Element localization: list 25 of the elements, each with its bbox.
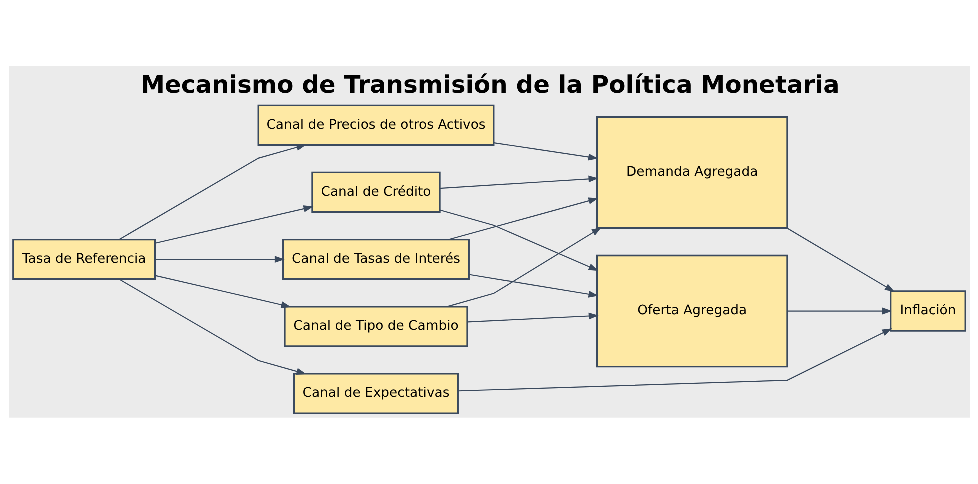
arrow bbox=[786, 228, 894, 292]
arrow bbox=[468, 274, 598, 298]
arrow bbox=[448, 198, 598, 240]
arrow bbox=[458, 328, 892, 392]
node-box: Canal de Crédito bbox=[311, 172, 440, 214]
arrow bbox=[118, 279, 306, 375]
arrow bbox=[440, 176, 598, 190]
arrow bbox=[446, 228, 602, 308]
node-box: Canal de Tipo de Cambio bbox=[284, 306, 468, 348]
node-box: Inflación bbox=[890, 290, 966, 332]
arrow bbox=[118, 144, 306, 240]
arrow bbox=[467, 312, 598, 323]
arrow bbox=[154, 206, 314, 244]
arrow bbox=[154, 275, 291, 308]
arrow bbox=[439, 210, 598, 272]
node-box: Canal de Expectativas bbox=[293, 373, 458, 414]
node-box: Demanda Agregada bbox=[596, 116, 788, 230]
arrow bbox=[786, 308, 892, 315]
node-box: Canal de Precios de otros Activos bbox=[257, 104, 494, 146]
diagram-title: Mecanismo de Transmisión de la Política Monetaria bbox=[140, 71, 840, 100]
node-box: Canal de Tasas de Interés bbox=[282, 238, 470, 280]
node-box: Oferta Agregada bbox=[596, 254, 788, 368]
node-box: Tasa de Referencia bbox=[12, 238, 156, 280]
arrow bbox=[494, 142, 598, 161]
arrow bbox=[155, 256, 284, 264]
